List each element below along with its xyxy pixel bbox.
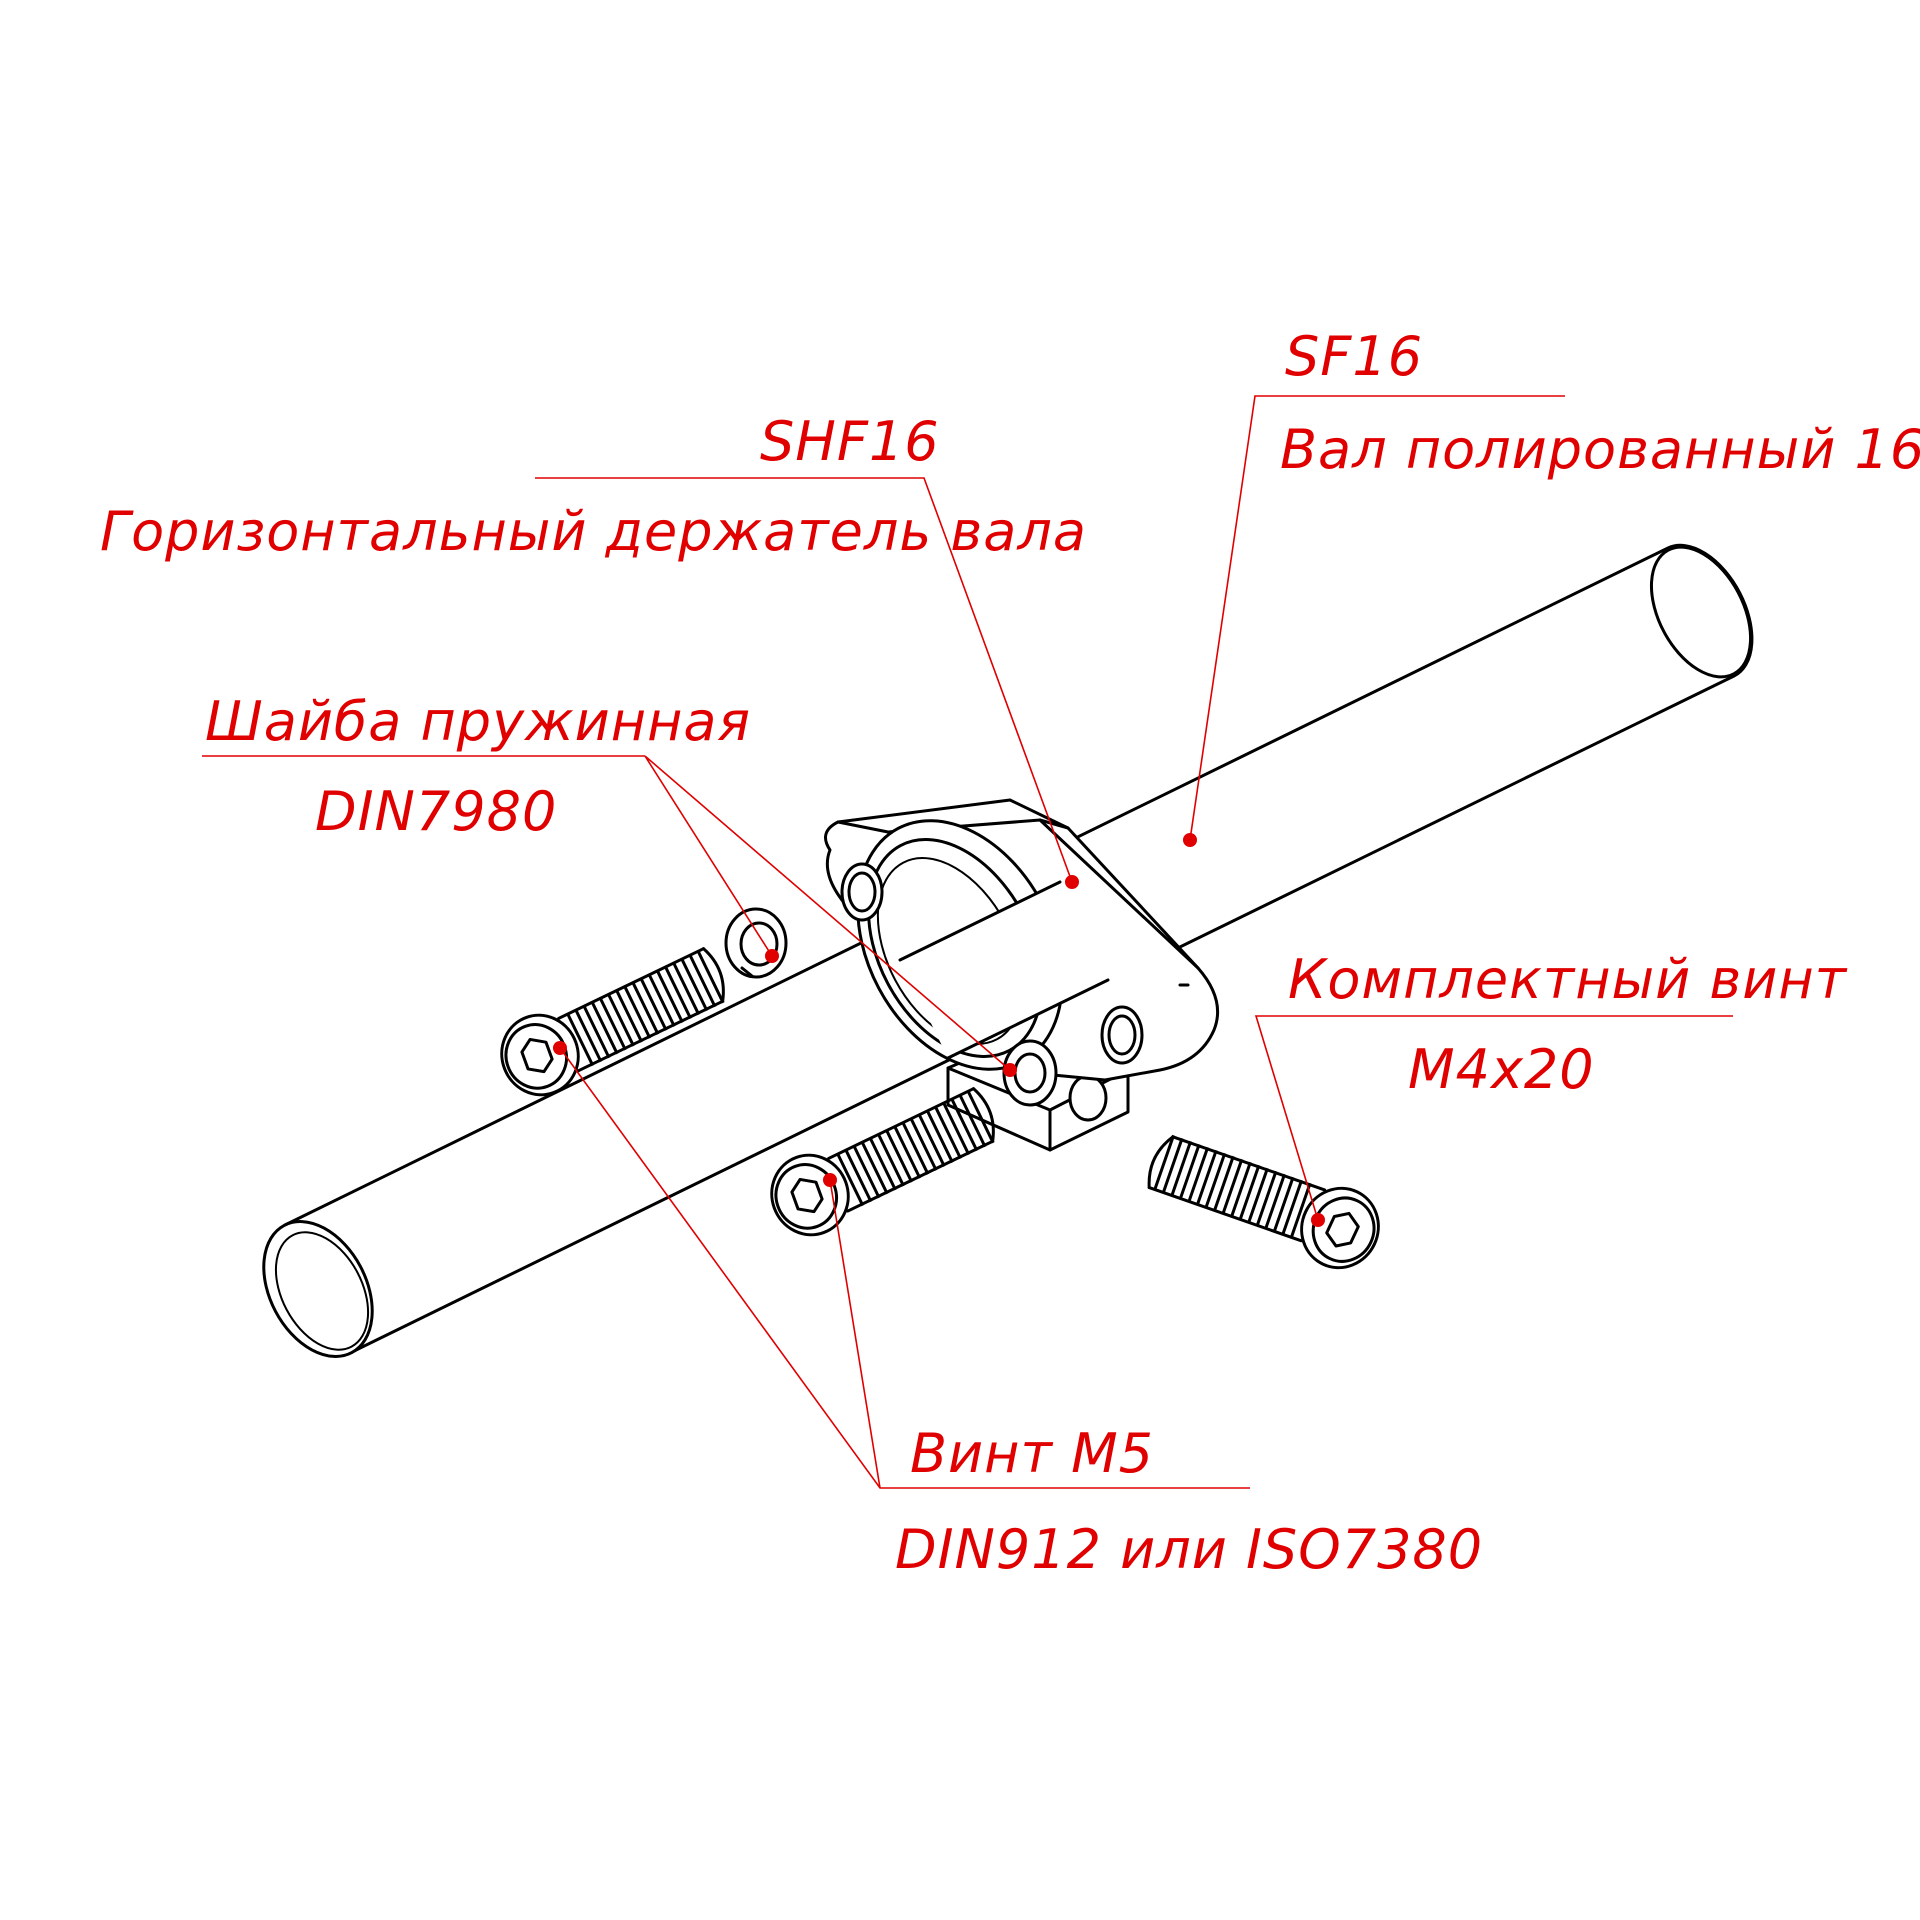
shaft-description-label: Вал полированный 16 мм xyxy=(1280,418,1920,481)
kit-screw-name-label: Комплектный винт xyxy=(1288,948,1848,1011)
washer-standard-label: DIN7980 xyxy=(315,780,557,843)
holder-description-label: Горизонтальный держатель вала xyxy=(100,500,1087,563)
spring-washer xyxy=(724,907,788,979)
leader-dots xyxy=(553,833,1325,1227)
leader-lines xyxy=(202,395,1733,1489)
holder-code-label: SHF16 xyxy=(760,410,940,473)
m4x20-kit-screw xyxy=(1140,1106,1393,1286)
shaft-holder xyxy=(824,798,1220,1152)
washer-name-label: Шайба пружинная xyxy=(205,690,751,753)
shaft-code-label: SF16 xyxy=(1285,325,1423,388)
m5-screw-name-label: Винт M5 xyxy=(910,1422,1154,1485)
m5-screw-standard-label: DIN912 или ISO7380 xyxy=(895,1518,1483,1581)
kit-screw-size-label: M4x20 xyxy=(1408,1038,1595,1101)
